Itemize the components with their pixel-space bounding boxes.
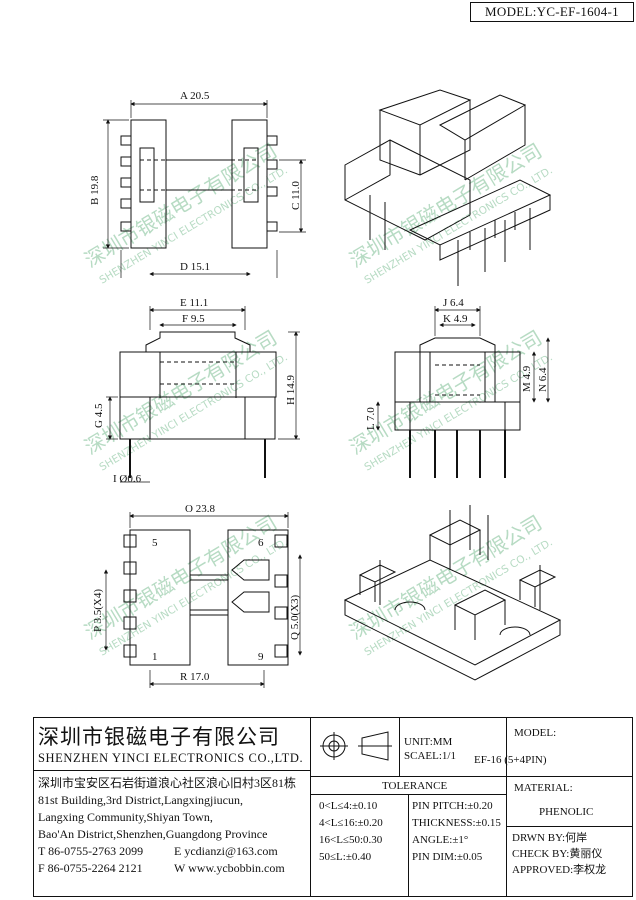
watermark-cn: 深圳市银磁电子有限公司 — [80, 138, 281, 272]
dim-f-label: F 9.5 — [182, 313, 205, 325]
pin-number: 9 — [258, 651, 264, 663]
company-name-cn: 深圳市银磁电子有限公司 — [38, 725, 280, 749]
email: E ycdianzi@163.com — [174, 844, 278, 858]
isometric-view-top — [344, 89, 552, 286]
website: W www.ycbobbin.com — [174, 861, 285, 875]
material-value: PHENOLIC — [539, 806, 594, 818]
dim-i-label: I Ø0.6 — [113, 473, 142, 485]
model-value: EF-16 (5+4PIN) — [474, 754, 547, 766]
material-label: MATERIAL: — [514, 782, 573, 794]
company-name-en: SHENZHEN YINCI ELECTRONICS CO.,LTD. — [38, 751, 304, 765]
dim-g-label: G 4.5 — [93, 403, 105, 428]
tolerance-row: ANGLE:±1° — [412, 834, 469, 846]
drawn-by: DRWN BY:何岸 — [512, 832, 588, 844]
dim-m-label: M 4.9 — [521, 365, 533, 392]
top-view — [103, 100, 306, 278]
dim-o-label: O 23.8 — [185, 503, 215, 515]
dim-d-label: D 15.1 — [180, 261, 210, 273]
scale-label: SCAEL:1/1 — [404, 750, 456, 762]
title-block: 深圳市银磁电子有限公司 SHENZHEN YINCI ELECTRONICS C… — [33, 717, 633, 897]
address-en-line: Bao'An District,Shenzhen,Guangdong Provi… — [38, 827, 268, 841]
dim-q-label: Q 5.0(X3) — [289, 594, 301, 640]
tolerance-row: 16<L≤50:0.30 — [319, 834, 383, 846]
approved-by: APPROVED:李权龙 — [512, 864, 607, 876]
model-code-header: MODEL:YC-EF-1604-1 — [470, 2, 634, 22]
dim-a-label: A 20.5 — [180, 90, 210, 102]
dim-k-label: K 4.9 — [443, 313, 468, 325]
address-en-line: 81st Building,3rd District,Langxingjiucu… — [38, 793, 243, 807]
dim-l-label: L 7.0 — [365, 407, 377, 430]
dim-c-label: C 11.0 — [290, 181, 302, 210]
pin-number: 5 — [152, 537, 158, 549]
dim-p-label: P 3.5(X4) — [92, 589, 104, 632]
watermark-cn: 深圳市银磁电子有限公司 — [345, 138, 546, 272]
fax: F 86-0755-2264 2121 — [38, 861, 143, 875]
dimension-labels: A 20.5 B 19.8 C 11.0 D 15.1 E 11.1 F 9.5… — [89, 90, 549, 683]
dim-e-label: E 11.1 — [180, 297, 208, 309]
bottom-view — [103, 512, 303, 688]
tolerance-row: 0<L≤4:±0.10 — [319, 800, 378, 812]
watermark-cn: 深圳市银磁电子有限公司 — [345, 510, 546, 644]
tolerance-row: PIN DIM:±0.05 — [412, 851, 483, 863]
dim-b-label: B 19.8 — [89, 175, 101, 205]
tolerance-title: TOLERANCE — [382, 780, 448, 792]
dim-j-label: J 6.4 — [443, 297, 464, 309]
unit-label: UNIT:MM — [404, 736, 453, 748]
front-view — [106, 306, 300, 483]
side-view — [375, 306, 551, 478]
model-label: MODEL: — [514, 727, 557, 739]
projection-symbol — [320, 731, 392, 761]
dim-h-label: H 14.9 — [285, 375, 297, 405]
tolerance-row: THICKNESS:±0.15 — [412, 817, 501, 829]
dim-r-label: R 17.0 — [180, 671, 210, 683]
pin-number: 1 — [152, 651, 158, 663]
watermark-cn: 深圳市银磁电子有限公司 — [345, 325, 546, 459]
address-en-line: Langxing Community,Shiyan Town, — [38, 810, 213, 824]
pin-number: 6 — [258, 537, 264, 549]
tolerance-row: PIN PITCH:±0.20 — [412, 800, 493, 812]
phone: T 86-0755-2763 2099 — [38, 844, 144, 858]
tolerance-row: 4<L≤16:±0.20 — [319, 817, 383, 829]
tolerance-row: 50≤L:±0.40 — [319, 851, 372, 863]
watermarks: 深圳市银磁电子有限公司 SHENZHEN YINCI ELECTRONICS C… — [80, 138, 555, 658]
isometric-view-bottom — [343, 505, 562, 681]
address-cn: 深圳市宝安区石岩街道浪心社区浪心旧村3区81栋 — [38, 776, 297, 790]
dim-n-label: N 6.4 — [537, 367, 549, 392]
technical-drawing: 深圳市银磁电子有限公司 SHENZHEN YINCI ELECTRONICS C… — [80, 89, 562, 688]
checked-by: CHECK BY:黄丽仪 — [512, 848, 603, 860]
